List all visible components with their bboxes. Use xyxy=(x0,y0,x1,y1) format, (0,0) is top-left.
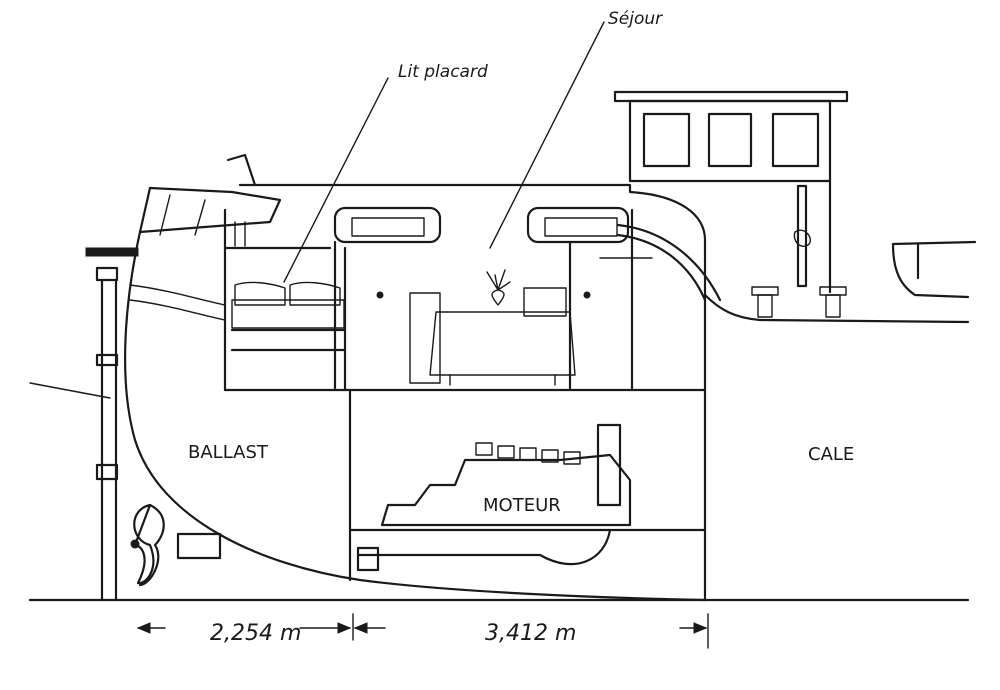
hull xyxy=(123,153,707,602)
dimension-lines xyxy=(136,613,709,649)
engine xyxy=(356,423,632,572)
leader-lines xyxy=(283,21,605,283)
rudder-post xyxy=(85,247,139,602)
label-lit-placard: Lit placard xyxy=(398,62,488,82)
label-sejour: Séjour xyxy=(608,9,663,29)
companionway xyxy=(599,223,722,302)
propeller xyxy=(130,503,222,587)
wheelhouse xyxy=(613,90,849,294)
deck-and-bollards xyxy=(703,240,977,324)
bed xyxy=(231,281,345,329)
label-ballast: BALLAST xyxy=(188,442,269,463)
dining-table xyxy=(376,269,591,386)
label-cale: CALE xyxy=(808,444,854,465)
dimension-engine-section: 3,412 m xyxy=(485,621,576,646)
interior-structure xyxy=(223,206,707,582)
dimension-aft-section: 2,254 m xyxy=(210,621,301,646)
label-moteur: MOTEUR xyxy=(483,495,561,516)
base-lines xyxy=(28,382,970,602)
